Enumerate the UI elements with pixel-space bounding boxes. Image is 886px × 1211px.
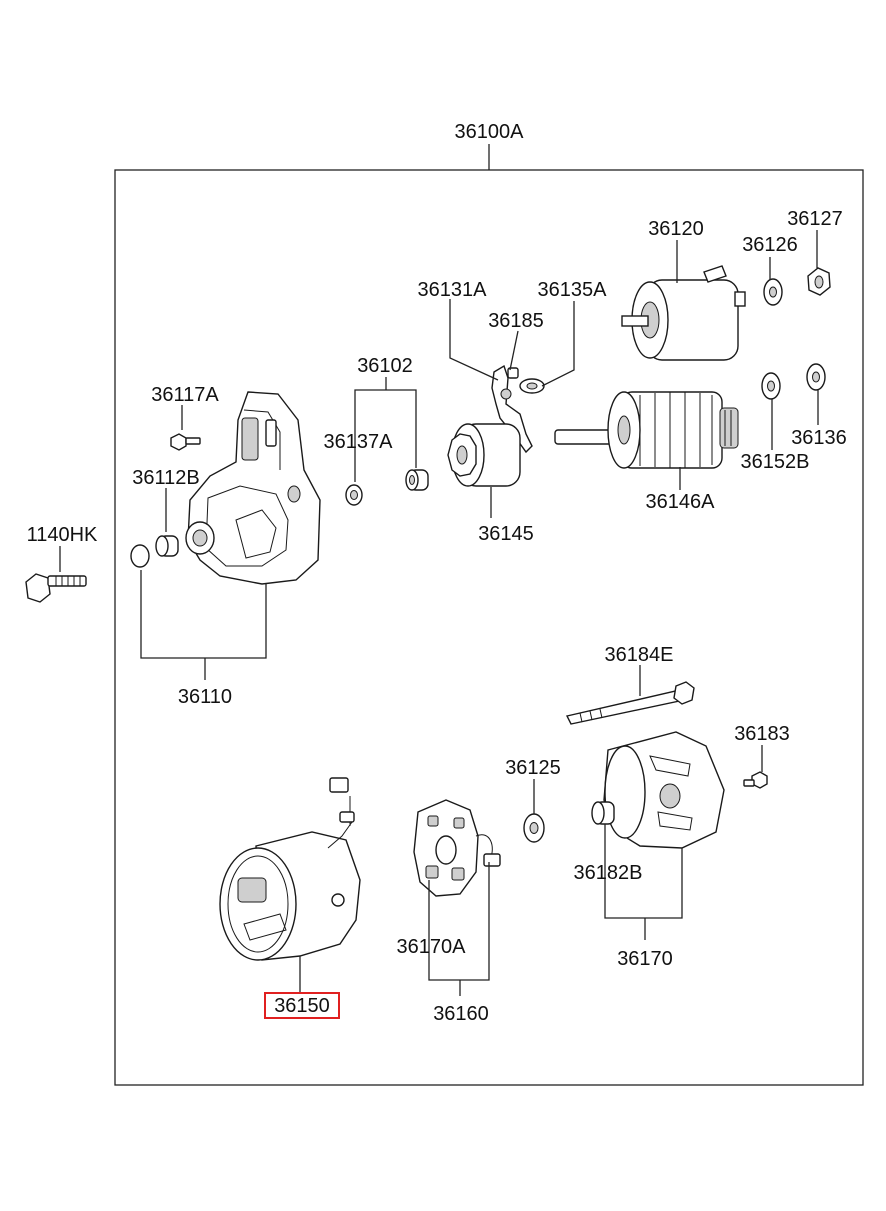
cap-36110[interactable] <box>130 544 150 568</box>
label-36131A[interactable]: 36131A <box>418 279 488 301</box>
label-36112B[interactable]: 36112B <box>132 467 199 489</box>
label-36152B[interactable]: 36152B <box>741 451 810 473</box>
label-36125[interactable]: 36125 <box>505 757 561 779</box>
label-36170[interactable]: 36170 <box>617 948 673 970</box>
armature-36146A[interactable] <box>554 391 739 469</box>
label-36183[interactable]: 36183 <box>734 723 790 745</box>
washer-36152B[interactable] <box>761 372 781 400</box>
bushing-36102[interactable] <box>405 469 429 491</box>
label-36120[interactable]: 36120 <box>648 218 704 240</box>
bolt-36117A[interactable] <box>170 433 201 451</box>
label-36126[interactable]: 36126 <box>742 234 798 256</box>
label-36185[interactable]: 36185 <box>488 310 544 332</box>
label-36110[interactable]: 36110 <box>178 686 232 708</box>
nut-36127[interactable] <box>807 267 831 296</box>
label-36160[interactable]: 36160 <box>433 1003 489 1025</box>
label-36150[interactable]: 36150 <box>274 995 330 1017</box>
front-housing-36110[interactable] <box>185 391 321 585</box>
rear-bracket-36170[interactable] <box>603 731 725 849</box>
brush-holder-36160[interactable] <box>413 799 501 897</box>
washer-36125[interactable] <box>523 813 545 843</box>
bushing-36137A[interactable] <box>345 484 363 506</box>
pin-36185[interactable] <box>507 367 519 379</box>
bush-36112B[interactable] <box>155 535 179 557</box>
pinion-clutch-36145[interactable] <box>447 423 521 487</box>
screw-36183[interactable] <box>743 771 768 789</box>
bush-36182B[interactable] <box>591 801 615 825</box>
label-1140HK[interactable]: 1140HK <box>27 524 98 546</box>
solenoid-36120[interactable] <box>621 265 746 361</box>
label-36136[interactable]: 36136 <box>791 427 847 449</box>
assembly-label[interactable]: 36100A <box>455 121 525 143</box>
label-36135A[interactable]: 36135A <box>538 279 608 301</box>
yoke-36150[interactable] <box>219 777 361 961</box>
washer-36136[interactable] <box>806 363 826 391</box>
label-36170A[interactable]: 36170A <box>397 936 467 958</box>
label-36182B[interactable]: 36182B <box>574 862 643 884</box>
label-36184E[interactable]: 36184E <box>605 644 674 666</box>
label-36146A[interactable]: 36146A <box>646 491 716 513</box>
label-36117A[interactable]: 36117A <box>151 384 219 406</box>
label-36102[interactable]: 36102 <box>357 355 413 377</box>
highlight-box-36150 <box>264 992 340 1019</box>
washer-36126[interactable] <box>763 278 783 306</box>
through-bolt-36184E[interactable] <box>565 681 695 725</box>
label-36127[interactable]: 36127 <box>787 208 843 230</box>
label-36137A[interactable]: 36137A <box>324 431 394 453</box>
label-36145[interactable]: 36145 <box>478 523 534 545</box>
bolt-1140HK[interactable] <box>25 573 87 603</box>
spring-36135A[interactable] <box>519 378 545 394</box>
